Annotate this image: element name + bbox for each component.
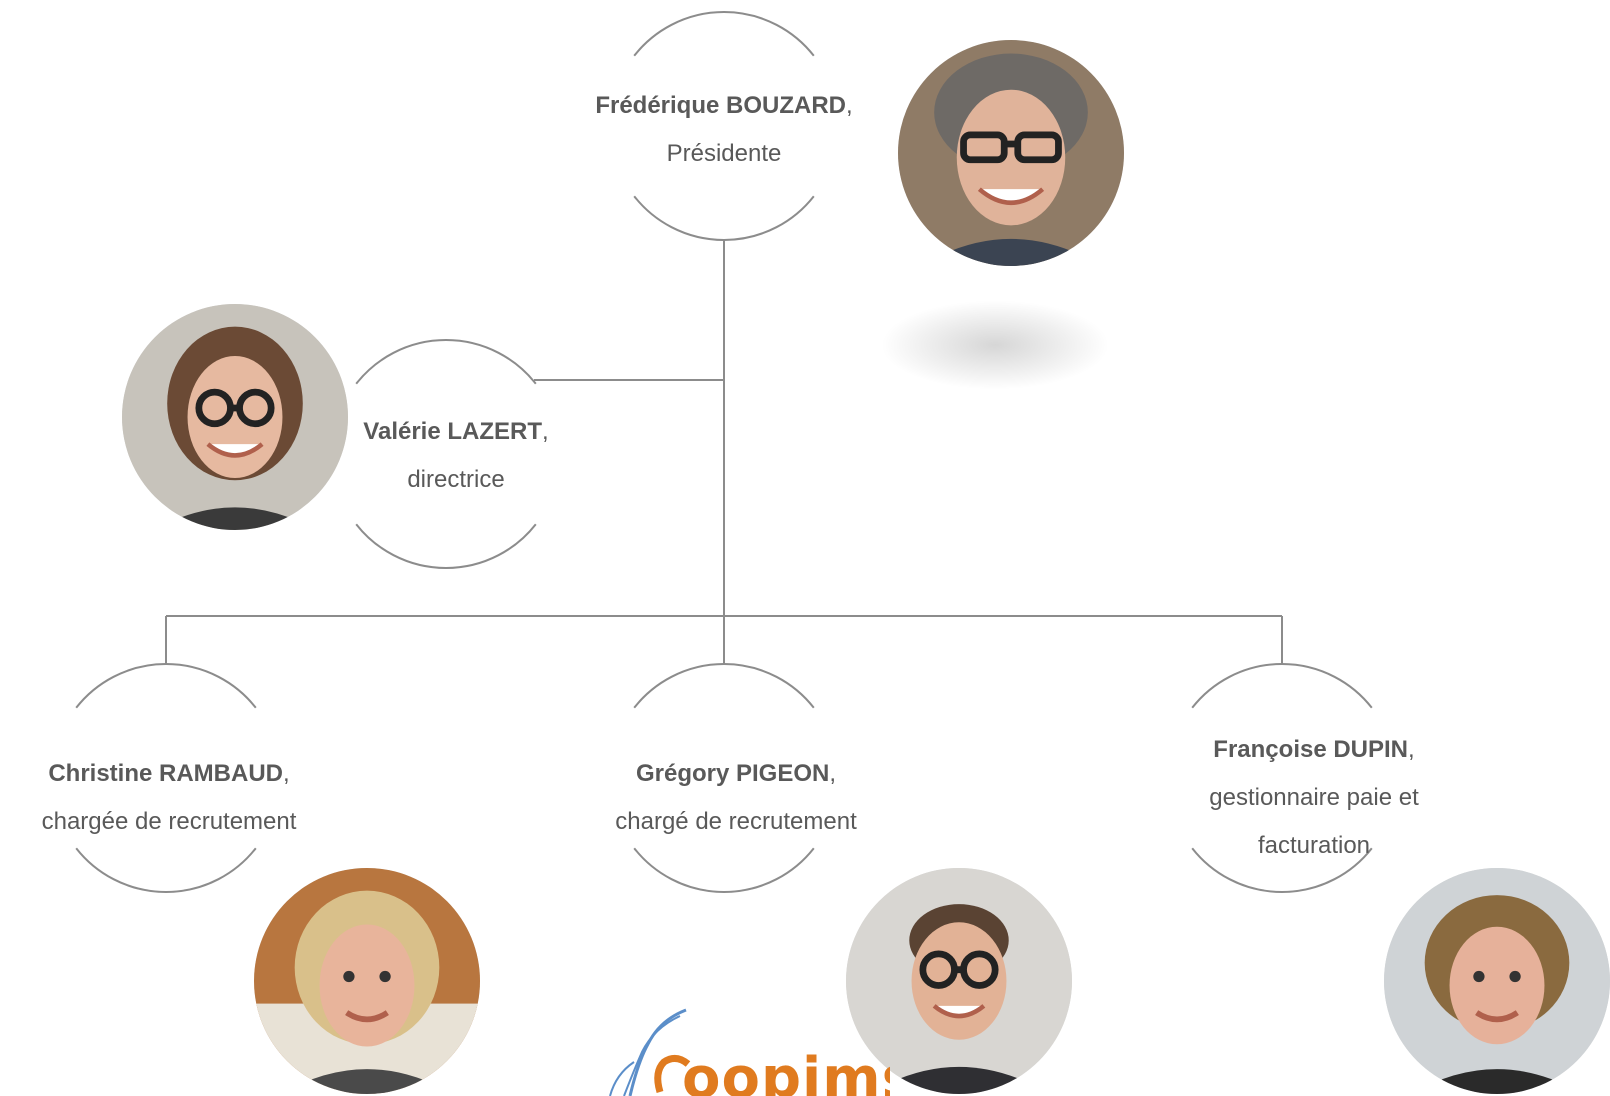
person-name: Valérie LAZERT xyxy=(363,418,543,445)
recruiter-christine-arc-bottom xyxy=(75,847,257,893)
president-arc-top xyxy=(633,11,815,57)
director-arc-bottom xyxy=(355,523,537,569)
portrait-man-glasses-icon xyxy=(846,868,1072,1094)
photo-president xyxy=(898,40,1124,266)
person-name: Grégory PIGEON xyxy=(635,760,830,787)
person-role: chargée de recrutement xyxy=(41,808,297,835)
director-arc-top xyxy=(355,339,537,385)
person-name: Françoise DUPIN xyxy=(1213,736,1409,763)
hand-wing-logo-icon xyxy=(609,1008,691,1096)
person-role: facturation xyxy=(1257,832,1371,859)
connector-lines xyxy=(165,240,1283,664)
recruiter-gregory-arc-top xyxy=(633,663,815,709)
decorative-shadow xyxy=(880,300,1110,390)
person-name: Frédérique BOUZARD xyxy=(595,92,846,119)
portrait-woman-icon xyxy=(254,868,480,1094)
recruiter-gregory-arc-bottom xyxy=(633,847,815,893)
payroll-arc-top xyxy=(1191,663,1373,709)
portrait-woman-glasses-icon xyxy=(122,304,348,530)
recruiter-christine-arc-top xyxy=(75,663,257,709)
president-arc-bottom xyxy=(633,195,815,241)
person-role: directrice xyxy=(407,466,505,493)
node-arcs xyxy=(75,11,1373,893)
node-president: Frédérique BOUZARD, Présidente xyxy=(574,82,874,178)
photo-director xyxy=(122,304,348,530)
node-recruiter-christine: Christine RAMBAUD, chargée de recrutemen… xyxy=(19,750,319,846)
person-role: Présidente xyxy=(666,140,782,167)
portrait-woman-icon xyxy=(1384,868,1610,1094)
photo-payroll xyxy=(1384,868,1610,1094)
logo-text: oopims xyxy=(682,1046,890,1096)
photo-recruiter-gregory xyxy=(846,868,1072,1094)
oopims-logo: oopims xyxy=(590,1000,890,1096)
person-name: Christine RAMBAUD xyxy=(48,760,283,787)
node-director: Valérie LAZERT, directrice xyxy=(306,408,606,504)
node-payroll: Françoise DUPIN, gestionnaire paie et fa… xyxy=(1164,726,1464,870)
person-role: gestionnaire paie et xyxy=(1209,784,1419,811)
photo-recruiter-christine xyxy=(254,868,480,1094)
portrait-woman-glasses-icon xyxy=(898,40,1124,266)
node-recruiter-gregory: Grégory PIGEON, chargé de recrutement xyxy=(586,750,886,846)
person-role: chargé de recrutement xyxy=(615,808,857,835)
payroll-arc-bottom xyxy=(1191,847,1373,893)
